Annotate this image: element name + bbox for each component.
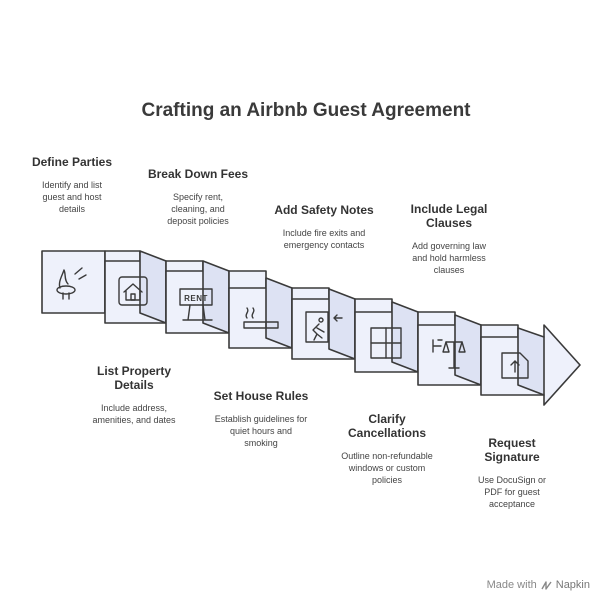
step-title: List Property Details <box>96 364 171 392</box>
step-desc: Add governing law and hold harmless clau… <box>411 241 487 275</box>
cigarette-icon <box>243 307 279 329</box>
made-with-napkin-footer: Made with Napkin <box>487 579 590 591</box>
napkin-brand: Napkin <box>555 579 590 591</box>
window-icon <box>370 327 402 359</box>
step-title: Add Safety Notes <box>274 203 374 217</box>
step-desc: Outline non-refundable windows or custom… <box>341 451 433 485</box>
step-title: Clarify Cancellations <box>347 412 427 440</box>
step-panel-8-arrow <box>480 324 581 406</box>
step-label-include-legal-clauses: Include Legal Clauses Add governing law … <box>384 202 514 276</box>
step-label-request-signature: Request Signature Use DocuSign or PDF fo… <box>447 436 577 510</box>
page-title: Crafting an Airbnb Guest Agreement <box>141 100 471 121</box>
step-desc: Identify and list guest and host details <box>41 180 103 214</box>
step-label-define-parties: Define Parties Identify and list guest a… <box>7 155 137 215</box>
legal-scales-icon <box>432 339 466 369</box>
upload-document-icon <box>501 352 529 379</box>
step-desc: Include fire exits and emergency contact… <box>282 228 366 250</box>
step-label-set-house-rules: Set House Rules Establish guidelines for… <box>196 389 326 449</box>
exit-icon <box>305 311 343 343</box>
step-desc: Include address, amenities, and dates <box>92 403 176 425</box>
step-label-list-property-details: List Property Details Include address, a… <box>69 364 199 426</box>
rent-sign-icon <box>179 288 213 321</box>
handshake-icon <box>56 267 87 300</box>
step-title: Set House Rules <box>213 389 309 403</box>
step-title: Include Legal Clauses <box>410 202 488 230</box>
house-icon <box>118 276 148 306</box>
rent-sign-text: RENT <box>184 294 208 303</box>
made-with-text: Made with <box>486 579 537 591</box>
step-label-add-safety-notes: Add Safety Notes Include fire exits and … <box>259 203 389 251</box>
step-title: Break Down Fees <box>147 167 249 181</box>
step-label-clarify-cancellations: Clarify Cancellations Outline non-refund… <box>322 412 452 486</box>
step-title: Request Signature <box>484 436 540 464</box>
step-desc: Use DocuSign or PDF for guest acceptance <box>477 475 547 509</box>
step-label-break-down-fees: Break Down Fees Specify rent, cleaning, … <box>133 167 263 227</box>
napkin-logo-icon <box>541 580 552 590</box>
step-desc: Specify rent, cleaning, and deposit poli… <box>167 192 229 226</box>
step-title: Define Parties <box>31 155 113 169</box>
step-desc: Establish guidelines for quiet hours and… <box>214 414 308 448</box>
